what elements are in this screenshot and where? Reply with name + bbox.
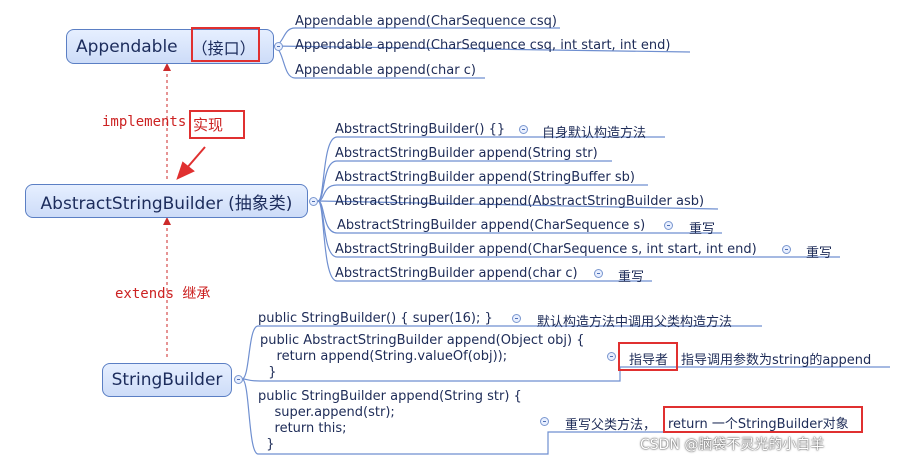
asb-method-note: 重写 — [689, 222, 716, 237]
string-builder-node[interactable]: StringBuilder — [102, 363, 232, 397]
collapse-icon[interactable] — [519, 125, 528, 134]
abstract-string-builder-node[interactable]: AbstractStringBuilder (抽象类) — [25, 184, 308, 218]
collapse-icon[interactable] — [540, 417, 549, 426]
collapse-icon[interactable] — [782, 245, 791, 254]
code-line: super.append(str); — [258, 405, 395, 420]
sb-method-note: 重写父类方法， — [565, 418, 657, 433]
asb-method[interactable]: AbstractStringBuilder append(String str) — [335, 146, 598, 161]
code-line: public AbstractStringBuilder append(Obje… — [260, 333, 585, 348]
asb-method[interactable]: AbstractStringBuilder append(char c) — [335, 266, 578, 281]
sb-method-note: 指导调用参数为string的append — [681, 353, 872, 368]
asb-method[interactable]: AbstractStringBuilder append(StringBuffe… — [335, 170, 635, 185]
code-line: } — [258, 437, 275, 452]
appendable-interface-note: （接口） — [191, 38, 256, 58]
asb-method-note: 自身默认构造方法 — [542, 126, 647, 141]
collapse-icon[interactable] — [664, 221, 673, 230]
watermark: CSDN @脑袋不灵光的小白羊 — [640, 437, 825, 453]
asb-method-note: 重写 — [618, 270, 645, 285]
asb-method[interactable]: AbstractStringBuilder append(CharSequenc… — [335, 242, 757, 257]
appendable-title: Appendable — [76, 36, 178, 57]
collapse-icon[interactable] — [512, 314, 521, 323]
collapse-icon[interactable] — [234, 375, 243, 384]
asb-title: AbstractStringBuilder (抽象类) — [40, 193, 293, 214]
code-line: } — [260, 365, 277, 380]
collapse-icon[interactable] — [607, 352, 616, 361]
return-note: return 一个StringBuilder对象 — [668, 417, 849, 432]
implements-highlight-box — [189, 110, 245, 139]
collapse-icon[interactable] — [274, 42, 283, 51]
sb-method[interactable]: public StringBuilder() { super(16); } — [258, 311, 493, 326]
appendable-method[interactable]: Appendable append(CharSequence csq, int … — [295, 38, 671, 53]
code-line: return this; — [258, 421, 347, 436]
director-highlight-box — [618, 342, 678, 371]
asb-method[interactable]: AbstractStringBuilder() {} — [335, 122, 505, 138]
code-line: public StringBuilder append(String str) … — [258, 389, 522, 404]
sb-method[interactable]: public StringBuilder append(String str) … — [258, 389, 522, 453]
appendable-node[interactable]: Appendable （接口） — [66, 29, 274, 64]
appendable-method[interactable]: Appendable append(CharSequence csq) — [295, 14, 558, 29]
asb-method-text: AbstractStringBuilder() {} — [335, 122, 506, 137]
director-label: 指导者 — [629, 353, 669, 368]
sb-method-note: 默认构造方法中调用父类构造方法 — [537, 315, 733, 330]
collapse-icon[interactable] — [594, 269, 603, 278]
code-line: return append(String.valueOf(obj)); — [260, 349, 508, 364]
asb-method-note: 重写 — [806, 246, 833, 261]
sb-method[interactable]: public AbstractStringBuilder append(Obje… — [260, 333, 585, 381]
asb-method[interactable]: AbstractStringBuilder append(AbstractStr… — [335, 194, 705, 209]
appendable-method[interactable]: Appendable append(char c) — [295, 63, 476, 78]
collapse-icon[interactable] — [309, 197, 318, 206]
asb-method[interactable]: AbstractStringBuilder append(CharSequenc… — [337, 218, 646, 233]
interface-highlight-box — [191, 27, 260, 62]
implements-label: implements — [102, 114, 187, 130]
sb-title: StringBuilder — [111, 370, 223, 390]
return-highlight-box — [663, 406, 863, 433]
implements-cn-label: 实现 — [193, 116, 224, 134]
extends-label: extends 继承 — [115, 286, 211, 302]
